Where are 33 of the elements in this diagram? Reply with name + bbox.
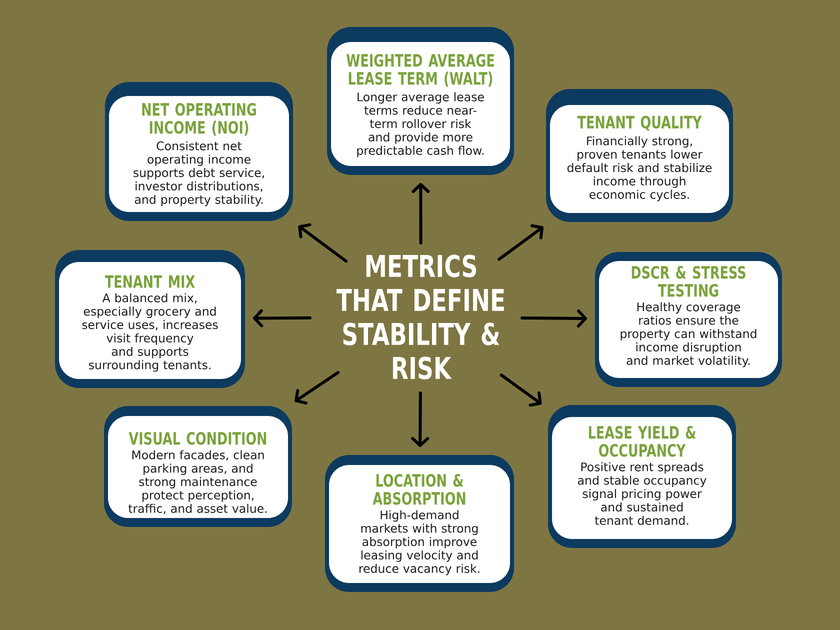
card-description: High-demand markets with strong absorption improve leasing velocity and reduce vacancy risk. — [359, 510, 480, 576]
card-description: A balanced mix, especially grocery and service uses, increases visit frequency and supports surrounding tenants. — [82, 293, 218, 372]
metric-card — [595, 252, 782, 387]
arrow — [298, 223, 348, 263]
card-description: Consistent net operating income supports debt service, investor distributions, and property stability. — [134, 141, 264, 206]
arrow — [498, 224, 544, 261]
arrow — [253, 309, 312, 328]
card-description: Modern facades, clean parking areas, and strong maintenance protect perception, traffic, and asset value. — [128, 450, 267, 514]
center-title: METRICS THAT DEFINE STABILITY & RISK — [336, 254, 504, 380]
metric-card — [105, 82, 293, 221]
metric-card — [325, 455, 514, 592]
card-description: Longer average lease terms reduce near-term rollover risk and provide more predictable cash flow. — [357, 92, 484, 158]
metric-card — [327, 27, 514, 175]
metric-card — [546, 89, 733, 222]
card-heading: TENANT QUALITY — [577, 116, 702, 131]
card-heading: DSCR & STRESS TESTING — [632, 266, 746, 297]
card-heading: LOCATION & ABSORPTION — [372, 474, 466, 505]
arrow — [411, 392, 430, 447]
arrow — [294, 371, 340, 405]
card-heading: LEASE YIELD & OCCUPANCY — [588, 426, 696, 457]
arrow — [412, 183, 430, 244]
card-description: Financially strong, proven tenants lower default risk and stabilize income through economic cycles. — [567, 136, 712, 202]
card-heading: NET OPERATING INCOME (NOI) — [142, 102, 256, 136]
card-heading: WEIGHTED AVERAGE LEASE TERM (WALT) — [346, 54, 494, 87]
metric-card — [104, 406, 292, 527]
card-description: Healthy coverage ratios ensure the property can withstand income disruption and market volatility. — [620, 302, 756, 368]
arrow — [520, 309, 587, 328]
card-description: Positive rent spreads and stable occupancy signal pricing power and sustained tenant demand. — [578, 462, 706, 525]
metric-card — [548, 405, 736, 548]
card-heading: TENANT MIX — [104, 275, 195, 288]
metric-card — [55, 250, 245, 388]
arrow — [500, 374, 542, 407]
card-heading: VISUAL CONDITION — [128, 432, 266, 445]
